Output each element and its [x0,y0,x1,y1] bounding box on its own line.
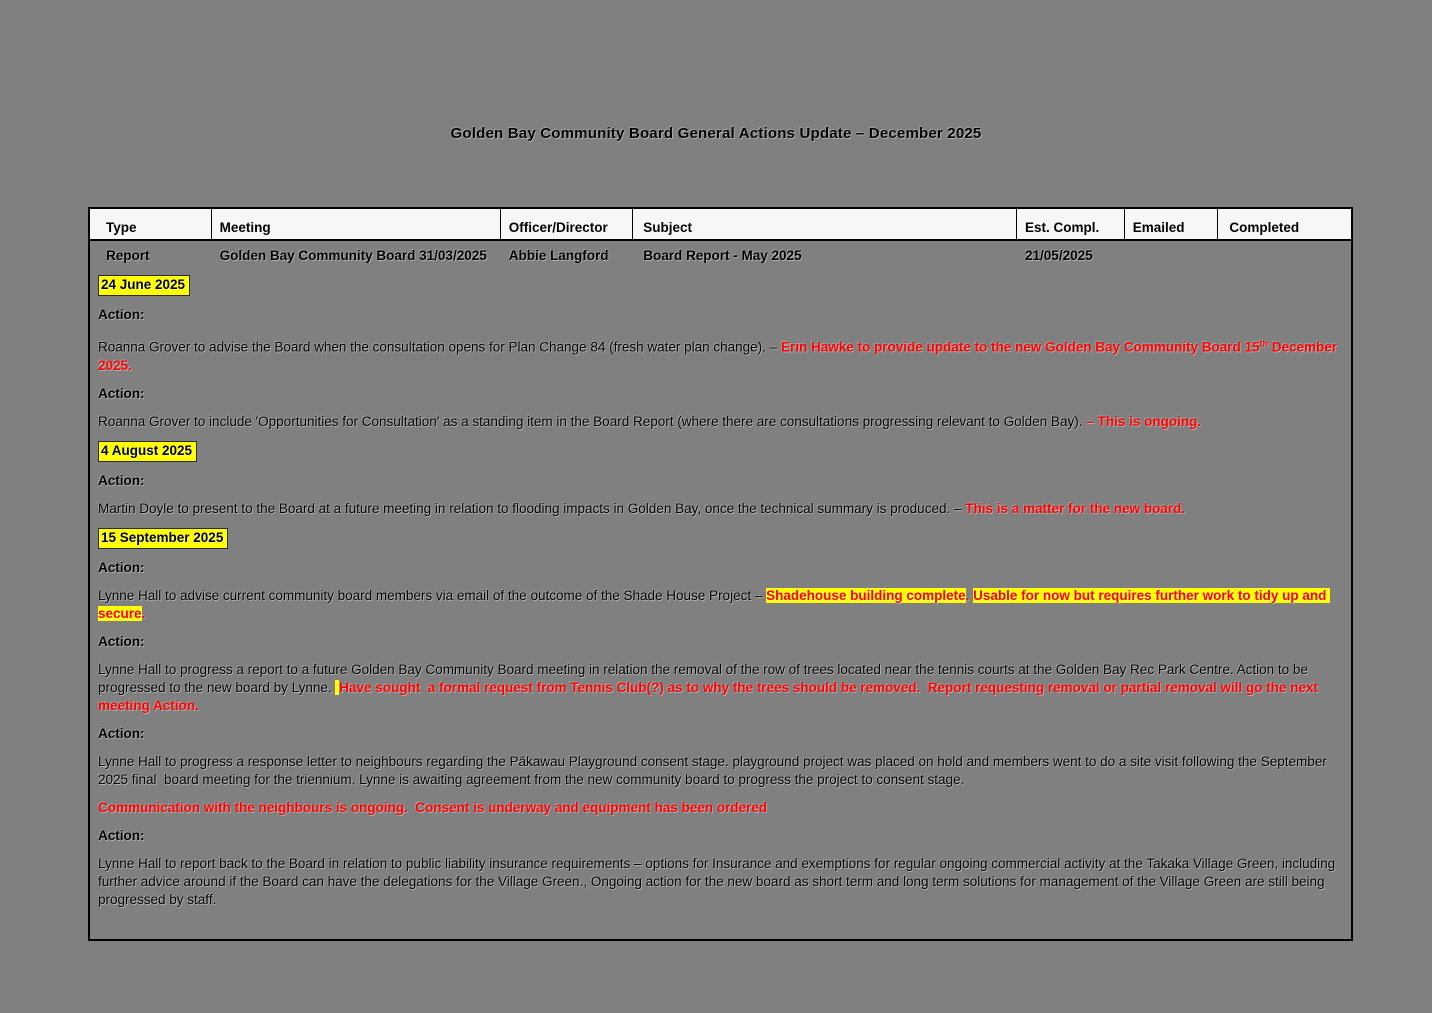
text-segment-black: Roanna Grover to advise the Board when t… [98,339,781,355]
text-segment-red: Erin Hawke to provide update to the new … [780,339,1260,355]
row-est-compl: 21/05/2025 [1025,247,1093,263]
action-paragraph: Lynne Hall to progress a report to a fut… [98,661,1341,715]
action-paragraph: Roanna Grover to include 'Opportunities … [98,413,1341,431]
text-segment-red: – This is ongoing. [1086,413,1201,429]
text-segment-black: Lynne Hall to progress a report to a fut… [98,661,1312,695]
text-segment-red: Have sought a formal request from Tennis… [98,679,1322,713]
date-highlight: 4 August 2025 [98,440,198,462]
row-officer: Abbie Langford [508,247,609,263]
action-label: Action: [98,385,145,401]
table-header-row: Type Meeting Officer/Director Subject Es… [90,209,1351,241]
row-meeting: Golden Bay Community Board 31/03/2025 [219,247,487,263]
action-label: Action: [98,472,145,488]
action-paragraph: Lynne Hall to report back to the Board i… [98,855,1341,909]
header-meeting: Meeting [212,209,501,239]
text-segment-black: Lynne Hall to progress a response letter… [98,753,1331,787]
text-segment-black: Lynne Hall to advise current community b… [98,587,767,603]
header-completed: Completed [1229,220,1300,235]
action-paragraph: Lynne Hall to progress a response letter… [98,753,1341,789]
page-title: Golden Bay Community Board General Actio… [450,125,982,142]
text-segment-redhl: Shadehouse building complete [766,587,966,603]
row-subject: Board Report - May 2025 [643,247,802,263]
action-paragraph: Roanna Grover to advise the Board when t… [98,334,1341,375]
action-label: Action: [98,307,145,322]
date-highlight: 15 September 2025 [98,527,229,549]
text-segment-black: Lynne Hall to report back to the Board i… [98,855,1339,907]
text-segment-red: Communication with the neighbours is ong… [98,799,768,815]
table-row: Report Golden Bay Community Board 31/03/… [90,241,1351,269]
action-label: Action: [98,559,145,575]
date-heading: 4 August 2025 [98,440,1341,462]
header-officer: Officer/Director [501,209,634,239]
text-segment-red: . [965,587,974,603]
date-heading: 15 September 2025 [98,527,1341,549]
header-emailed: Emailed [1125,209,1219,239]
text-segment-yellowmark [335,679,340,695]
action-paragraph: Lynne Hall to advise current community b… [98,587,1341,623]
text-segment-red: December 2025. [98,339,1341,373]
action-label: Action: [98,827,145,843]
header-type: Type [90,209,212,239]
header-subject: Subject [633,209,1018,239]
date-heading: 24 June 2025 [98,275,1341,296]
text-segment-red: . [141,605,146,621]
action-paragraph: Martin Doyle to present to the Board at … [98,500,1341,518]
action-label: Action: [98,633,145,649]
action-label: Action: [98,725,145,741]
actions-table: Type Meeting Officer/Director Subject Es… [88,207,1353,941]
action-paragraph: Communication with the neighbours is ong… [98,799,1341,817]
header-est-compl: Est. Compl. [1017,209,1125,239]
date-highlight: 24 June 2025 [98,275,191,296]
text-segment-red: This is a matter for the new board. [965,500,1186,516]
text-segment-black: Martin Doyle to present to the Board at … [98,500,966,516]
text-segment-black: Roanna Grover to include 'Opportunities … [98,413,1087,429]
text-segment-red-sup: th [1259,338,1269,348]
row-type: Report [106,247,150,263]
